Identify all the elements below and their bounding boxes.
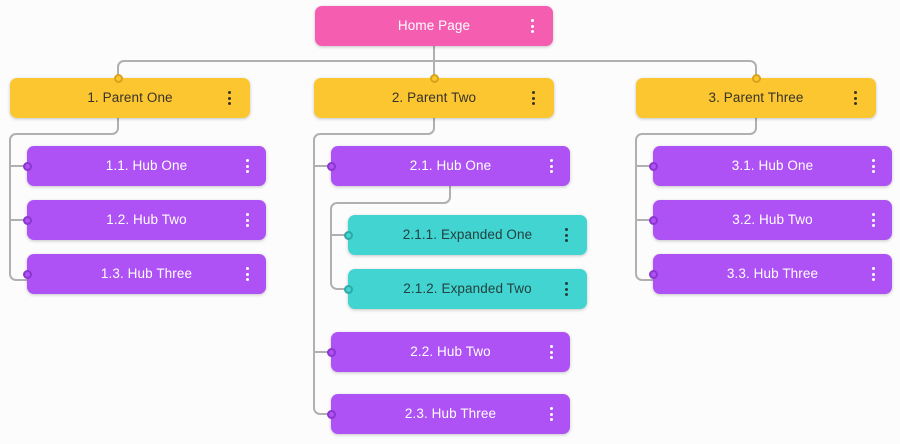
kebab-menu-icon[interactable] <box>240 158 254 174</box>
node-parent-three[interactable]: 3. Parent Three <box>636 78 876 118</box>
connector-dot-hub-2-2 <box>327 348 336 357</box>
connector-dot-hub-1-1 <box>23 162 32 171</box>
node-hub-2-2[interactable]: 2.2. Hub Two <box>331 332 570 372</box>
node-hub-2-3[interactable]: 2.3. Hub Three <box>331 394 570 434</box>
connector-dot-hub-3-3 <box>649 270 658 279</box>
connector-dot-parent-three <box>752 74 761 83</box>
node-expanded-2-1-2[interactable]: 2.1.2. Expanded Two <box>348 269 587 309</box>
node-label: 2.2. Hub Two <box>410 344 491 360</box>
wire-home-to-parent1 <box>117 60 435 79</box>
node-label: Home Page <box>397 18 471 34</box>
connector-dot-hub-2-1 <box>327 162 336 171</box>
node-hub-2-1[interactable]: 2.1. Hub One <box>331 146 570 186</box>
node-label: 3.2. Hub Two <box>732 212 813 228</box>
node-home-page[interactable]: Home Page <box>315 6 553 46</box>
connector-dot-expanded-2-1-1 <box>344 231 353 240</box>
node-label: 3.1. Hub One <box>731 158 814 174</box>
node-hub-1-1[interactable]: 1.1. Hub One <box>27 146 266 186</box>
node-label: 3.3. Hub Three <box>726 266 819 282</box>
node-label: 2.3. Hub Three <box>404 406 497 422</box>
node-hub-3-3[interactable]: 3.3. Hub Three <box>653 254 892 294</box>
node-label: 3. Parent Three <box>708 90 804 106</box>
node-label: 2.1.2. Expanded Two <box>403 281 532 297</box>
node-parent-two[interactable]: 2. Parent Two <box>314 78 554 118</box>
node-expanded-2-1-1[interactable]: 2.1.1. Expanded One <box>348 215 587 255</box>
kebab-menu-icon[interactable] <box>544 406 558 422</box>
node-hub-3-2[interactable]: 3.2. Hub Two <box>653 200 892 240</box>
node-hub-1-3[interactable]: 1.3. Hub Three <box>27 254 266 294</box>
connector-dot-expanded-2-1-2 <box>344 285 353 294</box>
kebab-menu-icon[interactable] <box>240 212 254 228</box>
node-label: 2.1. Hub One <box>409 158 492 174</box>
connector-dot-hub-1-2 <box>23 216 32 225</box>
kebab-menu-icon[interactable] <box>866 212 880 228</box>
kebab-menu-icon[interactable] <box>866 158 880 174</box>
kebab-menu-icon[interactable] <box>848 90 862 106</box>
kebab-menu-icon[interactable] <box>544 344 558 360</box>
kebab-menu-icon[interactable] <box>222 90 236 106</box>
connector-dot-parent-two <box>430 74 439 83</box>
kebab-menu-icon[interactable] <box>525 18 539 34</box>
kebab-menu-icon[interactable] <box>544 158 558 174</box>
kebab-menu-icon[interactable] <box>866 266 880 282</box>
kebab-menu-icon[interactable] <box>559 281 573 297</box>
node-label: 1.2. Hub Two <box>106 212 187 228</box>
node-label: 2. Parent Two <box>391 90 477 106</box>
connector-dot-hub-3-1 <box>649 162 658 171</box>
node-label: 1. Parent One <box>87 90 173 106</box>
kebab-menu-icon[interactable] <box>526 90 540 106</box>
node-label: 2.1.1. Expanded One <box>402 227 533 243</box>
node-hub-3-1[interactable]: 3.1. Hub One <box>653 146 892 186</box>
connector-dot-parent-one <box>114 74 123 83</box>
node-parent-one[interactable]: 1. Parent One <box>10 78 250 118</box>
node-label: 1.3. Hub Three <box>100 266 193 282</box>
connector-dot-hub-2-3 <box>327 410 336 419</box>
kebab-menu-icon[interactable] <box>559 227 573 243</box>
wire-home-to-parent3 <box>433 60 757 79</box>
node-hub-1-2[interactable]: 1.2. Hub Two <box>27 200 266 240</box>
connector-dot-hub-1-3 <box>23 270 32 279</box>
connector-dot-hub-3-2 <box>649 216 658 225</box>
node-label: 1.1. Hub One <box>105 158 188 174</box>
kebab-menu-icon[interactable] <box>240 266 254 282</box>
